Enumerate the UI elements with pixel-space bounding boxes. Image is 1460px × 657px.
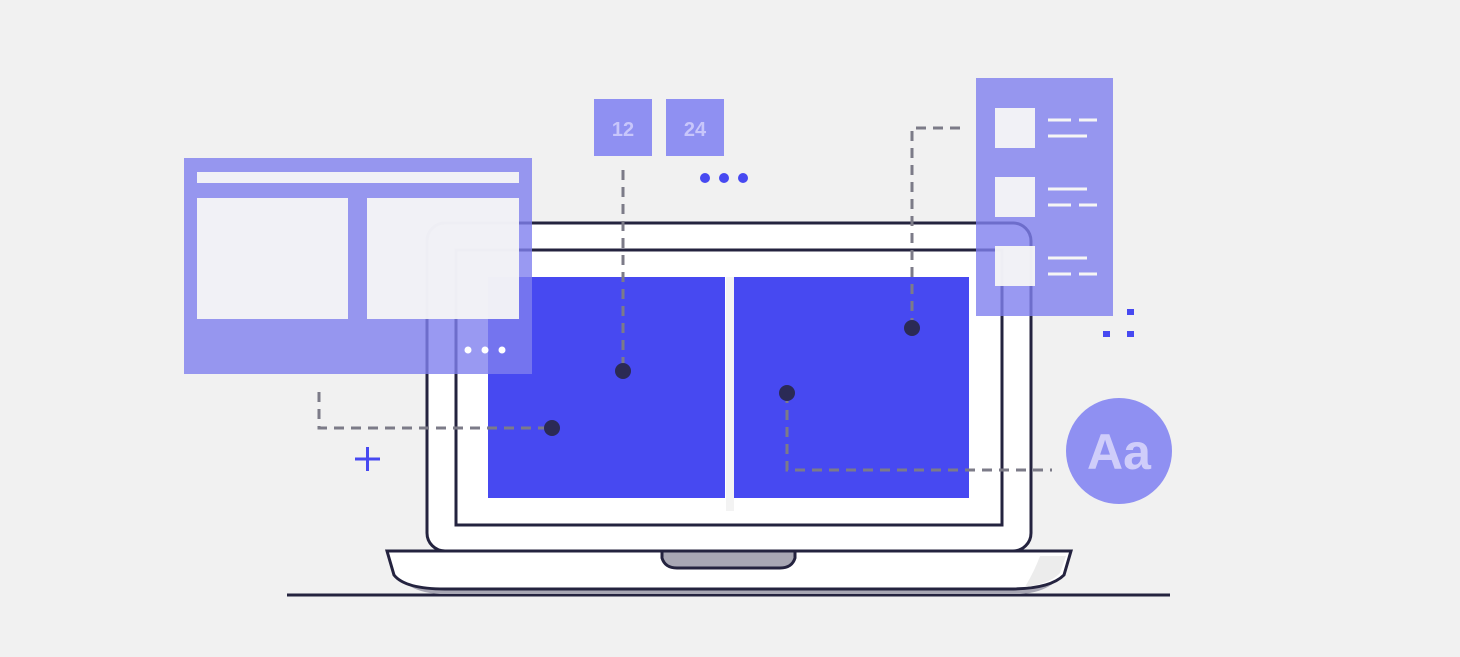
grid-badge-12: 12 <box>594 99 652 156</box>
grid-badge-24: 24 <box>666 99 724 156</box>
typography-label: Aa <box>1087 424 1152 480</box>
screen-column-divider <box>726 277 734 511</box>
ellipsis-icon <box>464 346 472 354</box>
plus-icon <box>355 447 380 471</box>
grid-badge-24-label: 24 <box>684 119 707 141</box>
connector-nodes <box>544 320 920 436</box>
laptop-notch <box>660 549 797 570</box>
laptop-base <box>385 549 1073 594</box>
browser-window-icon <box>184 158 532 374</box>
screen-column-right <box>734 277 969 498</box>
connector-lines <box>317 126 1052 472</box>
grid-badge-12-label: 12 <box>612 119 634 141</box>
typography-icon: Aa <box>1066 398 1172 504</box>
decorative-dots <box>1103 309 1134 337</box>
list-panel-icon <box>976 78 1113 316</box>
ellipsis-icon <box>700 173 748 183</box>
